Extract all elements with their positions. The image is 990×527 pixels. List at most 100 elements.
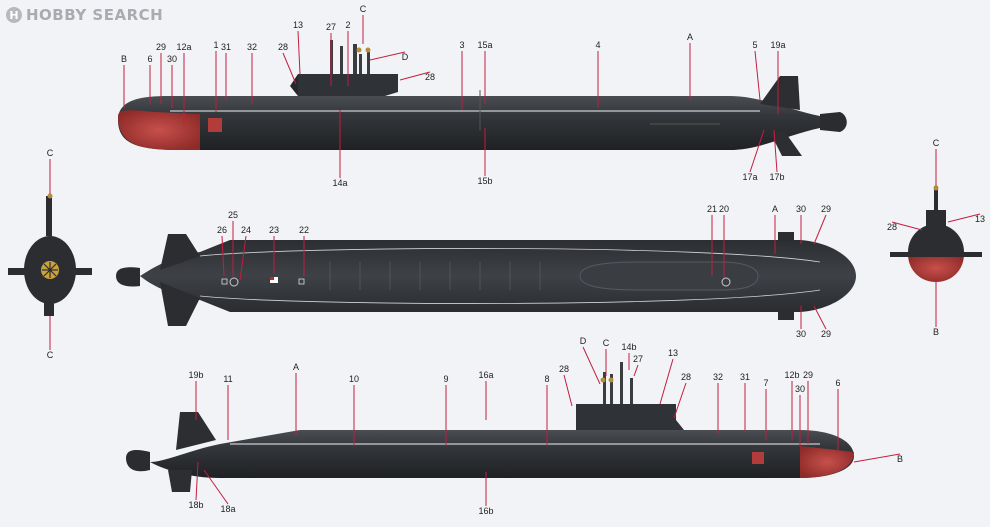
callout-label: 30 [796,204,806,214]
callout-label: 11 [223,374,232,384]
callout-label: 9 [443,374,448,384]
callout-label: 29 [821,329,831,339]
callout-label: 19b [188,370,203,380]
callout-label: 13 [975,214,985,224]
hull-plan [140,240,856,312]
watermark-text: HOBBY SEARCH [26,6,164,24]
stern-fin-lower [176,412,216,450]
callout-label: B [897,454,903,464]
callout-label: 4 [595,40,600,50]
callout-label: 18b [188,500,203,510]
leader-line [891,221,923,231]
callout-label: 30 [167,54,177,64]
hobby-search-logo-icon: H [6,7,22,23]
callout-label: 26 [217,225,227,235]
callout-label: C [603,338,610,348]
callout-label: 31 [221,42,231,52]
side-view-lower [126,362,854,492]
callout-label: 15b [477,176,492,186]
leader-line [633,364,639,377]
sonar-window-upper [208,118,222,132]
callout-label: A [293,362,299,372]
callout-label: 28 [278,42,288,52]
callout-label: 15a [477,40,492,50]
callout-label: 32 [247,42,257,52]
callout-label: 13 [668,348,678,358]
callout-label: 24 [241,225,251,235]
callout-label: 5 [752,40,757,50]
callout-label: 14b [621,342,636,352]
front-view-left [8,193,92,316]
callout-label: 30 [796,329,806,339]
leader-line [297,30,301,75]
bow-plane-plan-bottom [778,310,794,320]
leader-line [195,461,199,501]
callout-label: 23 [269,225,279,235]
leader-line [239,235,247,281]
sail-slope-upper [290,74,298,96]
plan-view [116,232,856,326]
callout-label: 13 [293,20,303,30]
callout-label: 16b [478,506,493,516]
callout-label: B [933,327,939,337]
stern-fin-plan-top [160,234,200,270]
bow-red-lower [800,446,854,478]
callout-label: 29 [821,204,831,214]
leader-line [673,382,687,419]
callout-label: D [402,52,409,62]
callout-label: 25 [228,210,238,220]
side-view-upper [118,40,847,156]
callout-label: 3 [459,40,464,50]
callout-label: 28 [425,72,435,82]
leader-line [282,52,297,85]
callout-label: A [772,204,778,214]
hull-lower [150,430,854,478]
sail-plan [579,261,759,291]
hatch-circle-fwd [721,277,731,287]
callout-label: D [580,336,587,346]
leader-line [563,374,573,407]
leader-line [221,235,225,277]
callout-label: 12b [784,370,799,380]
stern-lower-fin-lower [168,470,192,492]
callout-label: 28 [887,222,897,232]
leader-line [203,469,229,505]
stern-fin-upper [760,76,800,110]
leader-line [582,346,601,385]
propeller-upper [820,112,847,132]
callout-label: C [47,148,54,158]
propeller-plan [116,267,140,287]
leader-line [749,129,765,173]
callout-label: 17b [769,172,784,182]
bow-plane-plan-top [778,232,794,242]
hull-upper [118,96,820,150]
callout-label: 27 [633,354,643,364]
callout-label: 29 [156,42,166,52]
callout-label: 7 [763,378,768,388]
hatch-circle-aft [229,277,239,287]
propeller-lower [126,450,150,472]
leader-line [813,214,827,245]
stern-fin-plan-bottom [160,282,200,326]
callout-label: 16a [478,370,493,380]
leader-line [369,51,406,61]
callout-label: 27 [326,22,336,32]
callout-label: 6 [147,54,152,64]
callout-label: 19a [770,40,785,50]
hobby-search-watermark: H HOBBY SEARCH [6,6,163,24]
leader-line [813,305,827,330]
leader-line [399,71,431,81]
callout-label: B [121,54,127,64]
callout-label: 17a [742,172,757,182]
callout-label: 32 [713,372,723,382]
callout-label: 6 [835,378,840,388]
front-view-right [890,185,982,282]
callout-label: 1 [213,40,218,50]
callout-label: 29 [803,370,813,380]
callout-label: 8 [544,374,549,384]
callout-label: C [360,4,367,14]
callout-label: 2 [345,20,350,30]
callout-label: 28 [681,372,691,382]
